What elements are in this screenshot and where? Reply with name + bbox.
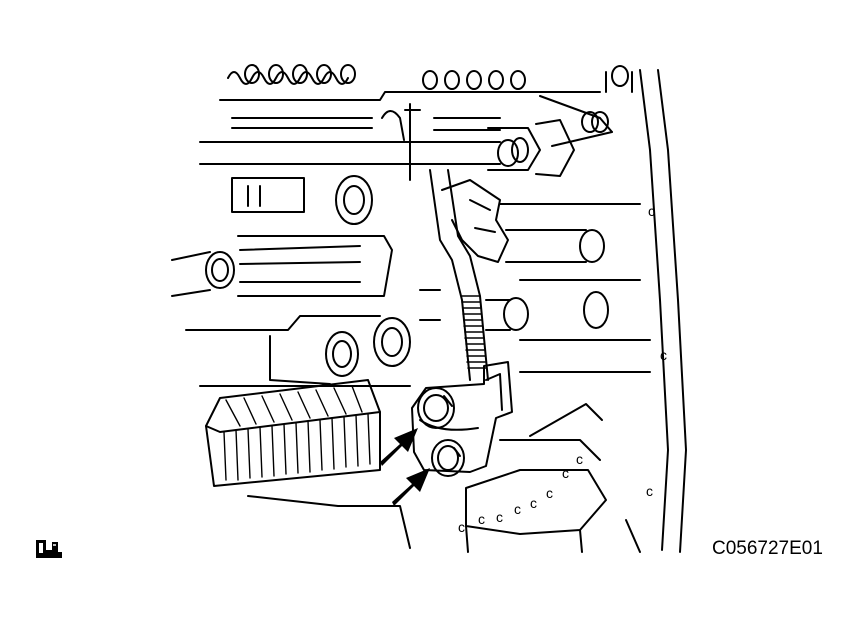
svg-text:c: c (546, 485, 553, 501)
rod-spring (461, 295, 487, 369)
right-body (419, 203, 651, 373)
arrow-upper (380, 428, 418, 466)
svg-text:c: c (478, 511, 485, 527)
left-block (171, 175, 411, 387)
svg-text:c: c (576, 451, 583, 467)
detent-spring-bracket (411, 361, 513, 477)
svg-text:c: c (562, 465, 569, 481)
arrow-lower (392, 468, 430, 506)
hatched-block (205, 379, 381, 487)
figure-code: C056727E01 (712, 538, 823, 559)
svg-text:c: c (648, 203, 655, 219)
svg-text:c: c (660, 347, 667, 363)
svg-text:c: c (514, 501, 521, 517)
svg-text:c: c (646, 483, 653, 499)
detent-plate (429, 169, 509, 381)
svg-text:c: c (530, 495, 537, 511)
top-scallop-edge (227, 64, 633, 93)
svg-text:c: c (496, 509, 503, 525)
lower-frame: c c c c c c c c (247, 403, 641, 553)
shaft (199, 119, 575, 177)
svg-text:c: c (458, 519, 465, 535)
right-flange: c c c (639, 69, 687, 553)
upper-body (219, 91, 613, 181)
book-icon (36, 540, 62, 558)
lower-bolt (431, 439, 465, 477)
